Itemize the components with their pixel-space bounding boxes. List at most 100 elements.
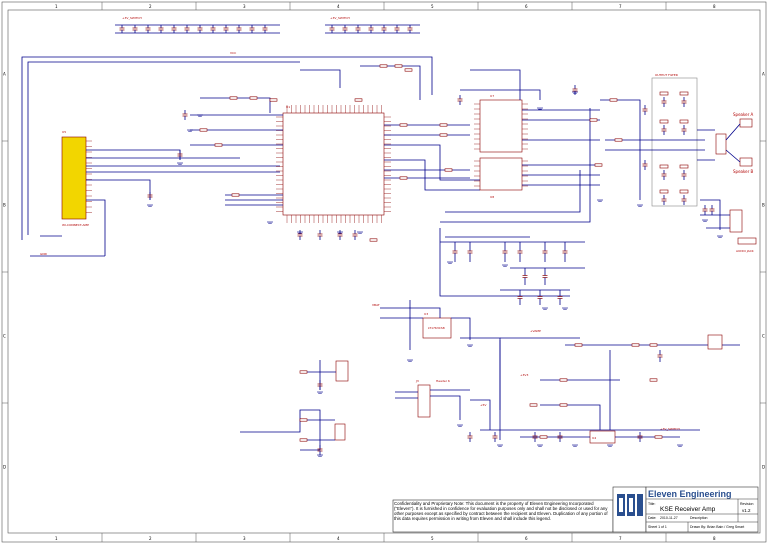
resistor: [609, 98, 618, 102]
resistor: [631, 343, 640, 347]
wireless-module: U5 WI-CONNECT-AMP: [61, 130, 92, 227]
speaker-connector-body: [715, 133, 727, 155]
title-label: Title:: [648, 502, 655, 506]
column-label: 3: [243, 536, 246, 541]
wire-loop-top: [21, 56, 433, 240]
resistor: [649, 378, 658, 382]
drawn-by: Drawn By: Brian Bain / Greg Smart: [690, 525, 744, 529]
column-label: 5: [431, 4, 434, 9]
speaker-connector: Speaker A Speaker B: [715, 112, 754, 174]
column-label: 2: [149, 4, 152, 9]
column-label: 7: [619, 4, 622, 9]
row-label: B: [3, 203, 6, 208]
resistor: [404, 68, 413, 72]
net-label-gnd: GND: [40, 252, 48, 256]
power-switch: U4 +3V_SWITCH: [520, 334, 723, 444]
net-label-5v: +5V: [480, 403, 487, 407]
column-label: 6: [525, 4, 528, 9]
resistor: [229, 96, 238, 100]
header-ref: J3: [415, 379, 419, 383]
mcu-ref: U1: [286, 105, 290, 109]
amp-bottom-body: [479, 157, 523, 191]
confidentiality-notice: Confidentiality and Proprietary Note: Th…: [394, 501, 608, 522]
column-label: 4: [337, 4, 340, 9]
column-label: 4: [337, 536, 340, 541]
net-label-vbat: VBAT: [372, 303, 380, 307]
row-label: D: [762, 465, 765, 470]
column-label: 8: [713, 536, 716, 541]
row-label: A: [762, 72, 765, 77]
module-ref: U5: [62, 130, 66, 134]
column-label: 8: [713, 4, 716, 9]
resistor: [439, 123, 448, 127]
filter-label: OUTPUT FILTER: [655, 73, 678, 77]
amp-top-ref: U7: [490, 94, 494, 98]
output-filter: OUTPUT FILTER: [651, 73, 698, 207]
amp-bottom-ref: U8: [490, 195, 494, 199]
row-label: C: [3, 334, 6, 339]
resistor: [574, 343, 583, 347]
passive-components: [147, 64, 723, 457]
decoupling-bank-left: +3V_SWITCH: [115, 16, 280, 34]
resistor: [654, 435, 663, 439]
resistor: [199, 128, 208, 132]
programming-header: J3 Header 6: [415, 379, 450, 418]
inductor: [659, 91, 669, 96]
company-logo-icon: [617, 494, 643, 516]
regulator-ref: U3: [424, 312, 428, 316]
row-label: B: [762, 203, 765, 208]
resistor: [614, 138, 623, 142]
audio-jack: AUDIO JACK: [700, 199, 757, 253]
amplifier-bottom: U8: [479, 157, 523, 199]
sheet-number: Sheet 1 of 1: [648, 525, 667, 529]
resistor: [529, 403, 538, 407]
module-name: WI-CONNECT-AMP: [62, 223, 89, 227]
column-label: 5: [431, 536, 434, 541]
inductor: [659, 164, 669, 169]
wire-loop-top-2: [27, 61, 300, 235]
column-label: 7: [619, 536, 622, 541]
column-label: 6: [525, 536, 528, 541]
resistor: [369, 238, 378, 242]
amplifier-top: U7: [479, 94, 523, 153]
resistor: [299, 438, 308, 442]
resistor: [399, 176, 408, 180]
resistor: [594, 163, 603, 167]
net-label-amp-power: +VAMP: [530, 329, 541, 333]
filter-box: [651, 77, 698, 207]
column-label: 1: [55, 536, 58, 541]
net-label-3v3: +3V3: [520, 373, 528, 377]
inductor: [679, 189, 689, 194]
decoupling-bank-right: +3V_SWITCH: [325, 16, 420, 34]
info-box: [645, 486, 759, 533]
ldo-regulator: U3 LT1763CS8: [422, 312, 452, 339]
net-label-vcc: VCC: [230, 51, 236, 55]
drawing-title: KSE Receiver Amp: [660, 506, 716, 513]
resistor: [299, 418, 308, 422]
company-name: Eleven Engineering: [648, 489, 732, 499]
vdd-label: +3V_SWITCH: [660, 427, 680, 431]
button-inputs: [240, 409, 346, 451]
power-label-top-mid: +3V_SWITCH: [330, 16, 350, 20]
resistor: [354, 98, 363, 102]
resistor: [214, 143, 223, 147]
row-label: D: [3, 465, 6, 470]
resistor: [299, 370, 308, 374]
jack-label: AUDIO JACK: [736, 249, 755, 253]
inductor: [679, 91, 689, 96]
resistor: [249, 96, 258, 100]
date-label: Date:: [648, 516, 656, 520]
revision-value: v1.2: [742, 508, 751, 513]
led-driver: [300, 360, 349, 390]
resistor: [439, 133, 448, 137]
sheet-inner-frame: [7, 9, 761, 534]
mcu: U1: [276, 105, 391, 223]
amp-capacitor-network: [452, 242, 568, 305]
resistor: [379, 64, 388, 68]
inductor: [659, 189, 669, 194]
header-body: [417, 384, 431, 418]
resistor: [539, 435, 548, 439]
